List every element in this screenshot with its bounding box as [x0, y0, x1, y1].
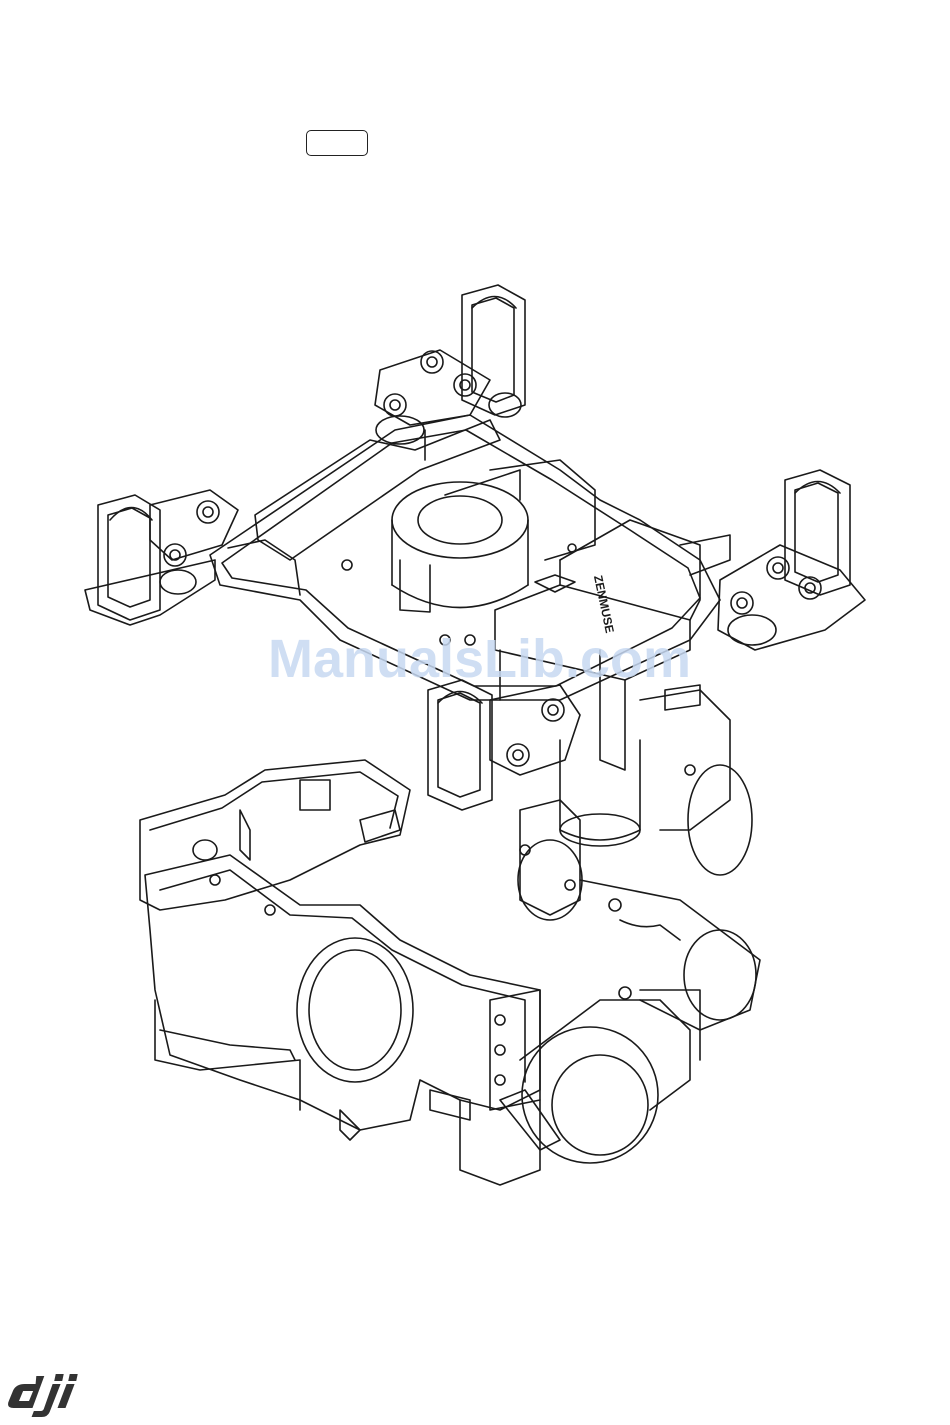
damper-mount-right [718, 470, 865, 650]
manualslib-watermark: ManualsLib.com [268, 628, 691, 690]
dji-logo-icon [8, 1368, 108, 1418]
zenmuse-label: ZENMUSE [591, 574, 617, 634]
roll-motor [560, 685, 752, 875]
yaw-motor [392, 460, 595, 612]
damper-mount-rear [375, 285, 525, 444]
pitch-motor [500, 987, 700, 1163]
camera-cage [140, 760, 540, 1185]
damper-mount-left [85, 490, 238, 625]
